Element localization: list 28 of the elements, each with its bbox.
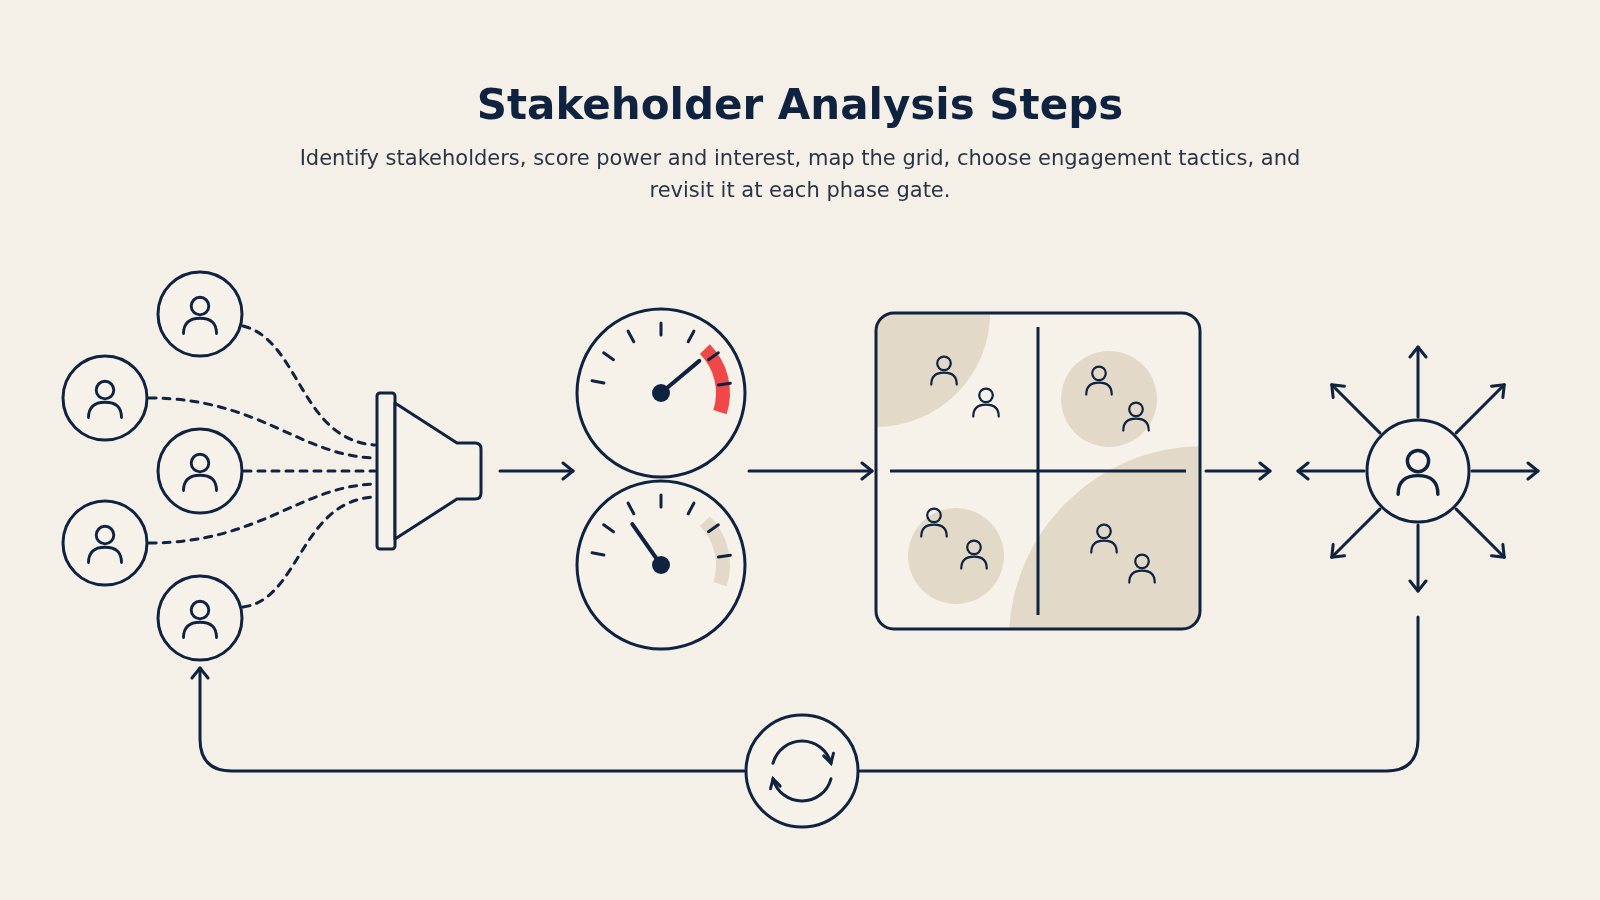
arrow xyxy=(1470,461,1540,481)
arrow xyxy=(190,666,746,773)
funnel-icon xyxy=(375,391,485,551)
person-icon xyxy=(61,499,149,587)
person-icon xyxy=(61,354,149,442)
connector-line xyxy=(858,615,1420,773)
arrow xyxy=(1454,507,1506,559)
arrow xyxy=(1408,523,1428,593)
arrow xyxy=(1330,383,1382,435)
person-icon xyxy=(156,574,244,662)
gauge-icon xyxy=(575,307,747,479)
person-icon xyxy=(1365,418,1471,524)
refresh-icon xyxy=(744,713,860,829)
arrow xyxy=(1296,461,1366,481)
subtitle: Identify stakeholders, score power and interest, map the grid, choose engagement tactics, and revisit it at each phase gate. xyxy=(298,145,1302,204)
gauge-icon xyxy=(575,479,747,651)
quadrant-grid-drawing xyxy=(874,311,1202,631)
person-icon xyxy=(156,427,244,515)
person-icon xyxy=(156,270,244,358)
arrow xyxy=(1330,507,1382,559)
arrow xyxy=(1408,345,1428,419)
arrow xyxy=(747,461,874,481)
arrow xyxy=(1204,461,1272,481)
arrow xyxy=(1454,383,1506,435)
title: Stakeholder Analysis Steps xyxy=(475,80,1125,129)
dashed-connector xyxy=(242,469,377,473)
arrow xyxy=(498,461,575,481)
dashed-connector xyxy=(241,324,377,447)
